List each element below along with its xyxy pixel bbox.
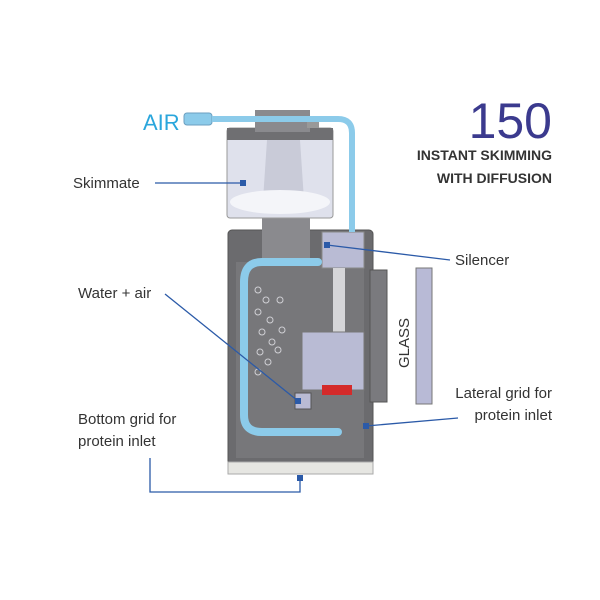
glass-panel bbox=[415, 267, 433, 405]
skimmate-cup bbox=[226, 110, 334, 219]
model-number: 150 bbox=[469, 93, 552, 149]
bottom-grid bbox=[227, 461, 374, 475]
side-panel bbox=[369, 269, 388, 403]
glass-label: GLASS bbox=[396, 318, 413, 368]
water-air-label: Water + air bbox=[78, 285, 151, 302]
venturi-red bbox=[322, 385, 352, 395]
skimmer-body bbox=[227, 215, 433, 475]
lateral-grid-label-2: protein inlet bbox=[474, 407, 552, 424]
foam bbox=[230, 190, 330, 214]
air-tube bbox=[212, 116, 355, 232]
air-line bbox=[183, 112, 355, 232]
injector bbox=[301, 331, 365, 391]
silencer-box bbox=[321, 231, 365, 269]
callout-water-air bbox=[164, 293, 299, 402]
callout-bottom-grid bbox=[149, 458, 301, 493]
tagline-1: INSTANT SKIMMING bbox=[417, 147, 552, 163]
water-tube bbox=[240, 258, 342, 436]
bottom-grid-label-2: protein inlet bbox=[78, 433, 156, 450]
bottom-grid-label-1: Bottom grid for bbox=[78, 411, 176, 428]
tagline-2: WITH DIFFUSION bbox=[437, 170, 552, 186]
neck bbox=[262, 215, 310, 265]
air-label: AIR bbox=[143, 110, 180, 135]
callout-markers bbox=[240, 180, 369, 481]
air-pipe bbox=[333, 268, 345, 338]
silencer-label: Silencer bbox=[455, 252, 509, 269]
callout-lateral-grid bbox=[365, 417, 459, 427]
cup-cone bbox=[263, 140, 304, 200]
air-connector bbox=[183, 112, 213, 126]
callout-lines bbox=[149, 182, 459, 493]
callout-silencer bbox=[326, 244, 451, 261]
skimmate-label: Skimmate bbox=[73, 175, 140, 192]
lateral-grid-label-1: Lateral grid for bbox=[455, 385, 552, 402]
